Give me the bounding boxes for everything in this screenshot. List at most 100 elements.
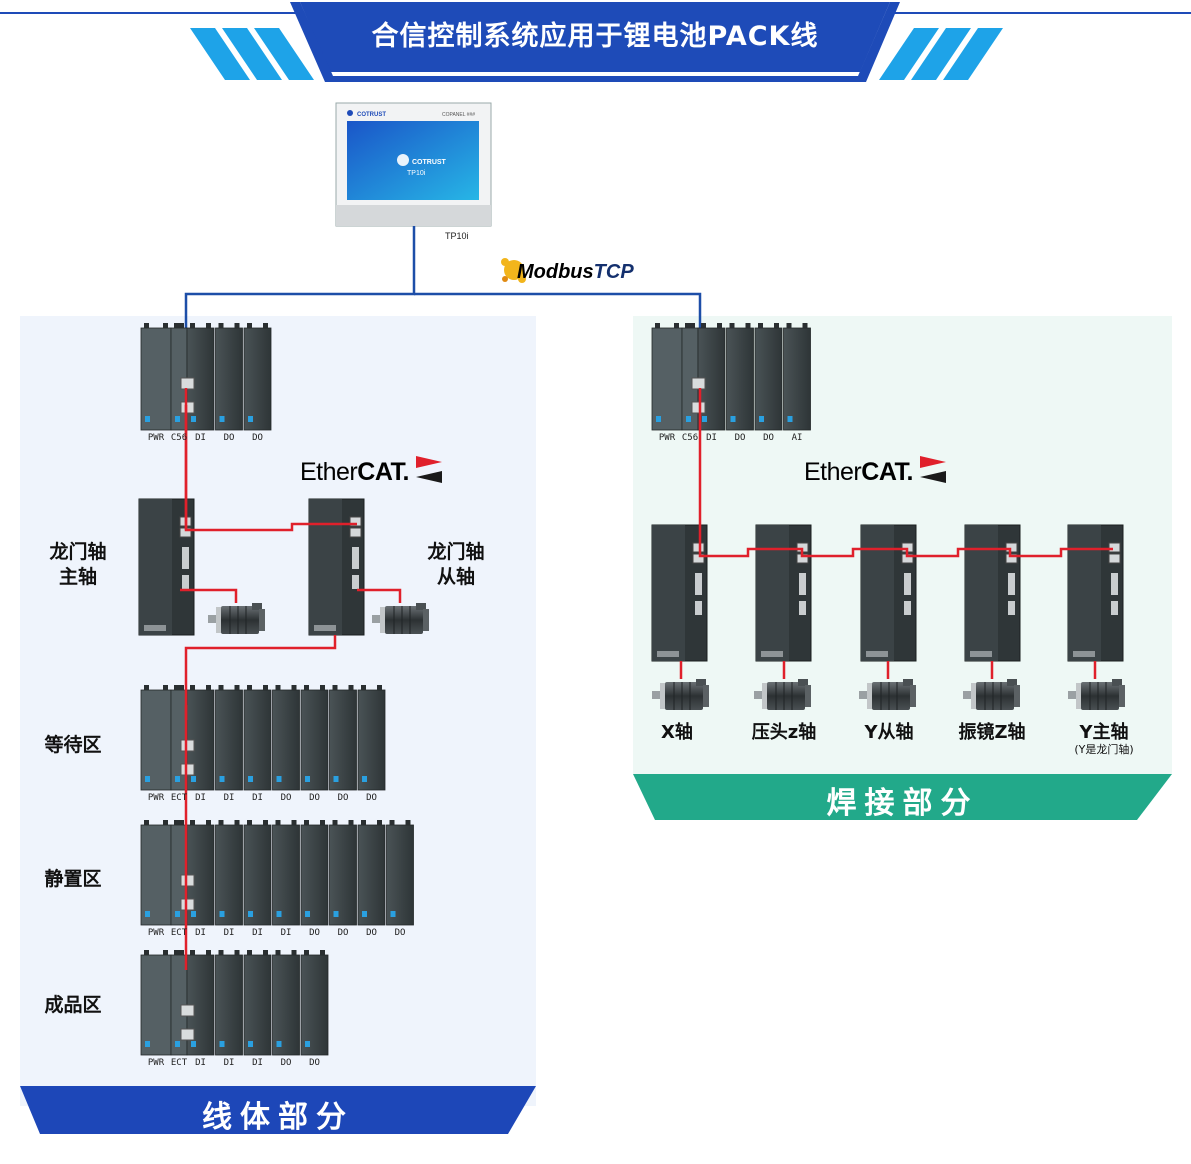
station-rack-finished bbox=[140, 950, 329, 1056]
slot-label: DO bbox=[366, 793, 377, 803]
io-module bbox=[243, 689, 272, 791]
servo-drive-gantry-slave bbox=[308, 498, 365, 636]
slot-label: DO bbox=[309, 793, 320, 803]
left-zone-label-bg bbox=[20, 1086, 536, 1134]
slot-label: DO bbox=[337, 928, 349, 938]
slot-label: PWR bbox=[658, 433, 676, 443]
slot-label: DI bbox=[223, 1058, 235, 1068]
io-module bbox=[140, 327, 172, 431]
servo-motor-gantry-master bbox=[208, 603, 266, 635]
servo-motor-axis-3 bbox=[859, 679, 917, 711]
slot-label: DO bbox=[366, 928, 377, 938]
io-module bbox=[783, 327, 811, 431]
slot-label: DO bbox=[252, 433, 263, 443]
motor-cable-gantry-slave bbox=[357, 588, 402, 603]
slot-label: DI bbox=[223, 793, 235, 803]
slot-label: DI bbox=[195, 1058, 206, 1068]
servo-motor-axis-1 bbox=[652, 679, 710, 711]
io-module bbox=[329, 689, 357, 791]
io-module bbox=[243, 954, 272, 1056]
svg-text:EtherCAT.: EtherCAT. bbox=[804, 458, 913, 486]
io-module bbox=[357, 824, 386, 926]
slot-label: DI bbox=[252, 1058, 263, 1068]
slot-label: DO bbox=[394, 928, 406, 938]
slot-label: C56 bbox=[681, 433, 699, 443]
ethercat-link-welding-axes bbox=[698, 388, 1113, 558]
slot-label: C56 bbox=[170, 433, 188, 443]
title-banner bbox=[0, 2, 1191, 82]
servo-motor-axis-5 bbox=[1068, 679, 1126, 711]
hmi-screen-brand: COTRUST bbox=[412, 159, 447, 166]
axis-label-x: X轴 bbox=[661, 722, 693, 743]
io-module bbox=[651, 327, 683, 431]
gantry-master-label: 龙门轴主轴 bbox=[49, 541, 107, 588]
station-rack-waiting bbox=[140, 685, 386, 791]
servo-motor-axis-2 bbox=[754, 679, 812, 711]
servo-motor-axis-4 bbox=[963, 679, 1021, 711]
io-module bbox=[140, 954, 172, 1056]
slot-label: PWR bbox=[147, 928, 165, 938]
svg-text:EtherCAT.: EtherCAT. bbox=[300, 458, 409, 486]
io-module bbox=[215, 689, 243, 791]
axis-label-galvo-z: 振镜Z轴 bbox=[958, 722, 1026, 743]
slot-label: ECT bbox=[170, 793, 188, 803]
io-module bbox=[140, 689, 172, 791]
slot-label: AI bbox=[791, 433, 803, 443]
ethercat-logo-left: EtherCAT. bbox=[300, 456, 442, 486]
slot-label: DI bbox=[223, 928, 235, 938]
io-module bbox=[140, 824, 172, 926]
io-module bbox=[726, 327, 754, 431]
slot-label: PWR bbox=[147, 793, 165, 803]
slot-label: DO bbox=[763, 433, 774, 443]
slot-label: DI bbox=[195, 793, 206, 803]
servo-drive-axis-1 bbox=[651, 524, 708, 662]
slot-label: ECT bbox=[170, 928, 188, 938]
io-module bbox=[243, 824, 272, 926]
io-module bbox=[357, 689, 386, 791]
slot-label: DI bbox=[195, 433, 206, 443]
slot-label: DO bbox=[337, 793, 349, 803]
io-module bbox=[300, 689, 329, 791]
slot-label: ECT bbox=[170, 1058, 188, 1068]
hmi-screen-model: TP10i bbox=[407, 170, 426, 177]
axis-label-press-z: 压头z轴 bbox=[751, 722, 817, 743]
modbus-label: ModbusTCP bbox=[517, 261, 634, 283]
station-rack-resting bbox=[140, 820, 414, 926]
io-module bbox=[243, 327, 272, 431]
slot-label: DO bbox=[280, 793, 292, 803]
ethercat-link-drive-to-stations bbox=[184, 635, 337, 970]
io-module bbox=[272, 954, 300, 1056]
slot-label: DI bbox=[280, 928, 292, 938]
plc-rack-left bbox=[140, 323, 272, 431]
slot-label: DI bbox=[195, 928, 206, 938]
io-module bbox=[754, 327, 783, 431]
slot-label: DO bbox=[309, 928, 320, 938]
station-label-resting: 静置区 bbox=[44, 868, 102, 890]
gantry-slave-label: 龙门轴从轴 bbox=[427, 541, 485, 588]
axis-label-y-slave: Y从轴 bbox=[864, 722, 914, 743]
slot-label: DO bbox=[734, 433, 746, 443]
modbus-logo-icon bbox=[501, 258, 526, 283]
io-module bbox=[386, 824, 414, 926]
hmi-brand: COTRUST bbox=[357, 112, 386, 118]
io-module bbox=[300, 824, 329, 926]
slot-label: PWR bbox=[147, 433, 165, 443]
hmi-series: COPANEL ### bbox=[442, 112, 475, 118]
axis-note-y-master: (Y是龙门轴) bbox=[1074, 743, 1134, 756]
hmi-label: TP10i bbox=[445, 231, 469, 241]
io-module bbox=[329, 824, 357, 926]
left-zone-label: 线体部分 bbox=[202, 1100, 354, 1135]
slot-label: DI bbox=[252, 793, 263, 803]
io-module bbox=[300, 954, 329, 1056]
slot-label: DO bbox=[309, 1058, 320, 1068]
right-zone-label: 焊接部分 bbox=[826, 786, 979, 821]
slot-label: DO bbox=[223, 433, 235, 443]
hmi-logo-icon bbox=[397, 154, 409, 166]
station-label-finished: 成品区 bbox=[44, 994, 102, 1016]
station-label-waiting: 等待区 bbox=[44, 734, 102, 756]
slot-label: PWR bbox=[147, 1058, 165, 1068]
slot-label: DI bbox=[252, 928, 263, 938]
page-title: 合信控制系统应用于锂电池PACK线 bbox=[371, 21, 819, 52]
motor-cable-gantry-master bbox=[180, 588, 238, 603]
ethercat-logo-right: EtherCAT. bbox=[804, 456, 946, 486]
